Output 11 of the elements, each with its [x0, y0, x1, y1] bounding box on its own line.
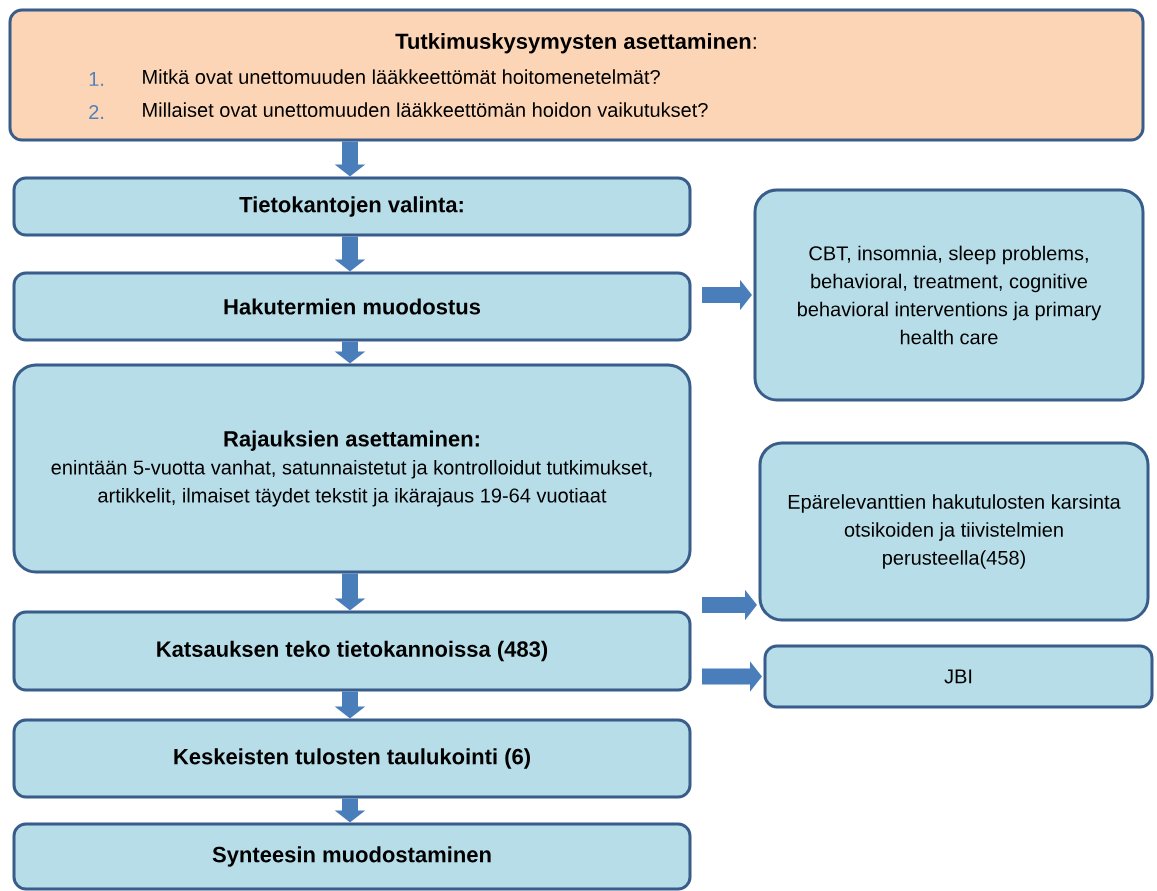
process-box: JBI: [763, 644, 1154, 709]
process-box: Keskeisten tulosten taulukointi (6): [12, 718, 692, 799]
process-box: Rajauksien asettaminen: enintään 5-vuotta vanhat, satunnaistetut ja kontrolloidut tutkimukset, artikkelit, ilmaiset täydet tekstit ja ikärajaus 19-64 vuotiaat: [12, 363, 692, 574]
process-box: Epärelevanttien hakutulosten karsinta otsikoiden ja tiivistelmien perusteella(458): [758, 441, 1150, 622]
list-number: 2.: [89, 105, 104, 119]
process-box: Synteesin muodostaminen: [12, 822, 692, 891]
list-number: 1.: [89, 72, 104, 86]
process-box: Hakutermien muodostus: [12, 271, 692, 342]
process-box: Katsauksen teko tietokannoissa (483): [12, 610, 692, 692]
process-box: Tietokantojen valinta:: [12, 176, 692, 237]
process-box: CBT, insomnia, sleep problems, behavioral, treatment, cognitive behavioral interventions ja primary health care: [753, 188, 1145, 402]
